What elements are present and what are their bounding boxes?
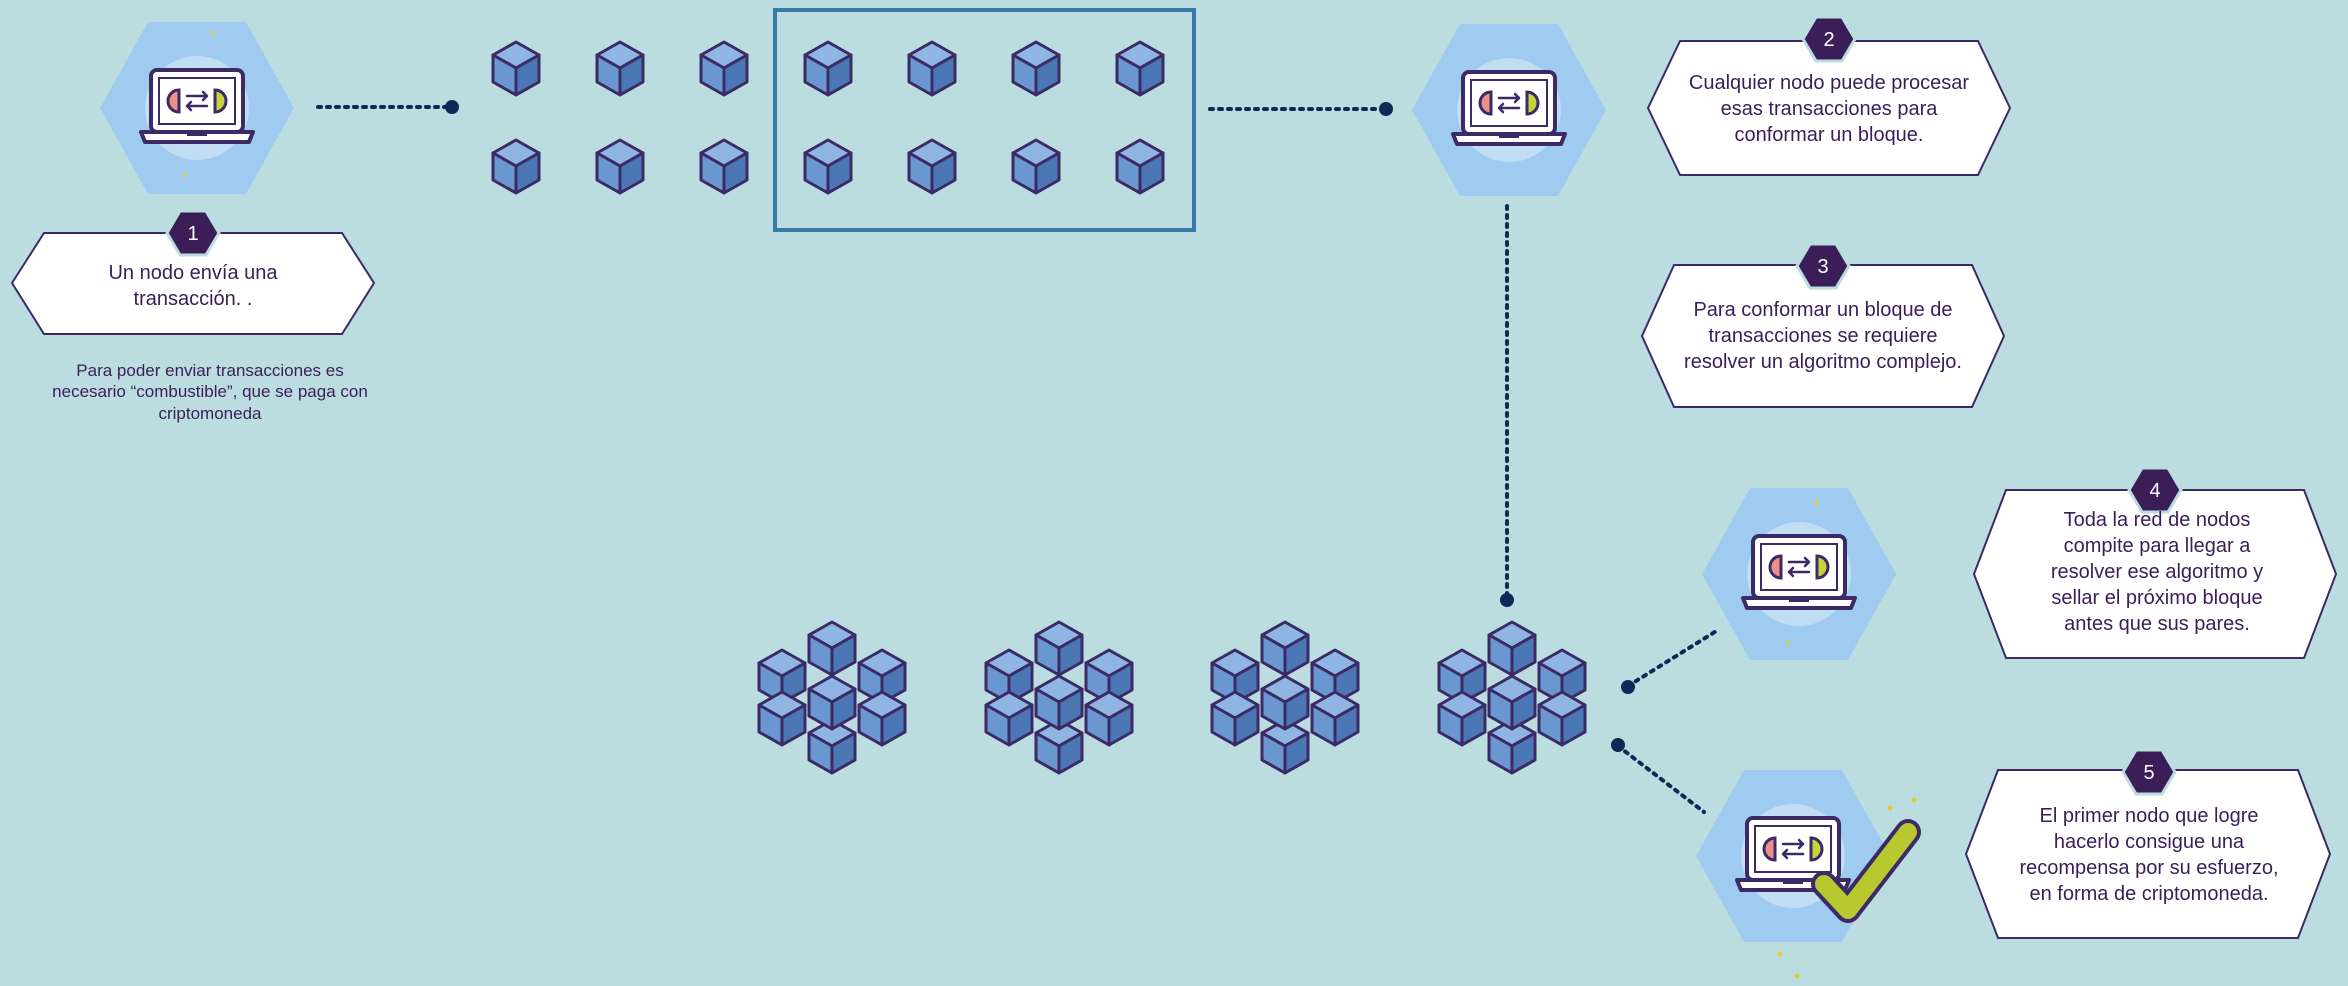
cube-icon bbox=[595, 40, 645, 97]
step-3-text: Para conformar un bloque de transaccione… bbox=[1684, 299, 1962, 373]
step-2-badge: 2 bbox=[1801, 15, 1857, 63]
node-hexagon bbox=[1412, 24, 1606, 196]
cube-icon bbox=[1011, 40, 1061, 97]
step-5-number: 5 bbox=[2143, 762, 2154, 784]
step-1-badge: 1 bbox=[165, 209, 221, 257]
step-3-box bbox=[1640, 264, 2006, 408]
step-5-text: El primer nodo que logre hacerlo consigu… bbox=[2019, 805, 2279, 905]
connector-dotted bbox=[1500, 204, 1514, 607]
step-5-badge: 5 bbox=[2121, 748, 2177, 796]
cube-icon bbox=[491, 138, 541, 195]
node-hexagon bbox=[1702, 488, 1896, 660]
cube-icon bbox=[907, 138, 957, 195]
step-4-number: 4 bbox=[2149, 480, 2160, 502]
step-1-box bbox=[10, 232, 376, 335]
step-2-text: Cualquier nodo puede procesar esas trans… bbox=[1688, 72, 1970, 146]
connector-dotted bbox=[1208, 102, 1393, 116]
connector-dotted bbox=[316, 100, 459, 114]
fuel-note: Para poder enviar transacciones es neces… bbox=[52, 361, 368, 423]
cube-icon bbox=[1115, 40, 1165, 97]
step-1-number: 1 bbox=[187, 223, 198, 245]
step-4-text: Toda la red de nodos compite para llegar… bbox=[2050, 509, 2264, 635]
cube-icon bbox=[491, 40, 541, 97]
block-selection-frame bbox=[773, 8, 1196, 232]
laptop-exchange-icon bbox=[139, 68, 255, 144]
node-hexagon-winner bbox=[1696, 770, 1921, 979]
cube-icon bbox=[699, 40, 749, 97]
laptop-exchange-icon bbox=[1741, 534, 1857, 610]
step-2-number: 2 bbox=[1823, 29, 1834, 51]
cube-icon bbox=[907, 40, 957, 97]
step-2-box bbox=[1646, 40, 2012, 176]
step-3-badge: 3 bbox=[1795, 242, 1851, 290]
cube-cluster-icon bbox=[1439, 622, 1585, 773]
step-1-text: Un nodo envía una transacción. . bbox=[108, 262, 278, 310]
node-hexagon bbox=[100, 22, 294, 194]
cube-icon bbox=[595, 138, 645, 195]
cube-icon bbox=[803, 40, 853, 97]
step-3-number: 3 bbox=[1817, 256, 1828, 278]
connector-dotted bbox=[1611, 738, 1706, 814]
cube-icon bbox=[1115, 138, 1165, 195]
step-4-box bbox=[1972, 489, 2338, 659]
laptop-exchange-icon bbox=[1451, 70, 1567, 146]
cube-icon bbox=[1011, 138, 1061, 195]
transactions-grid bbox=[491, 40, 1165, 195]
step-4-badge: 4 bbox=[2127, 466, 2183, 514]
connector-dotted bbox=[1621, 628, 1720, 694]
blockchain-row bbox=[759, 622, 1585, 773]
step-5-box bbox=[1964, 769, 2332, 939]
cube-cluster-icon bbox=[1212, 622, 1358, 773]
cube-cluster-icon bbox=[759, 622, 905, 773]
cube-icon bbox=[699, 138, 749, 195]
cube-cluster-icon bbox=[986, 622, 1132, 773]
cube-icon bbox=[803, 138, 853, 195]
